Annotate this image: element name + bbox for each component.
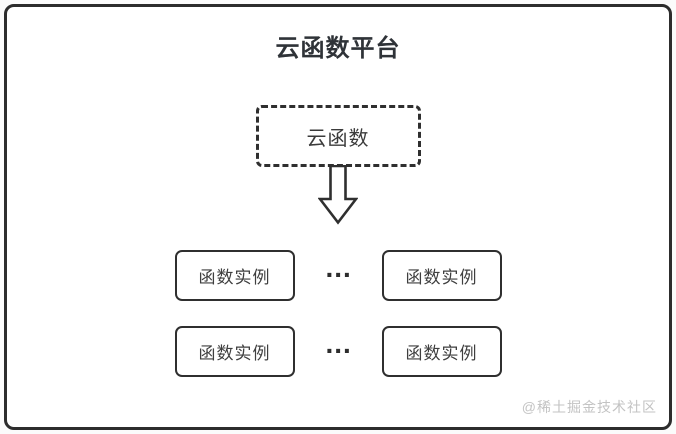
- function-instance-label: 函数实例: [198, 268, 271, 287]
- ellipsis-separator: ...: [325, 327, 352, 359]
- down-arrow-icon: [318, 165, 358, 225]
- instance-row: 函数实例 ... 函数实例: [174, 326, 502, 377]
- function-instance-label: 函数实例: [405, 344, 478, 363]
- function-instance-label: 函数实例: [198, 344, 271, 363]
- function-instance-box: 函数实例: [174, 326, 295, 377]
- cloud-function-box: 云函数: [255, 105, 421, 167]
- function-instance-box: 函数实例: [381, 250, 502, 301]
- diagram-title: 云函数平台: [275, 35, 401, 62]
- instance-row: 函数实例 ... 函数实例: [174, 250, 502, 301]
- cloud-function-label: 云函数: [306, 127, 370, 150]
- ellipsis-separator: ...: [325, 251, 352, 283]
- watermark-text: @稀土掘金技术社区: [521, 399, 657, 415]
- instance-grid: 函数实例 ... 函数实例 函数实例 ... 函数实例: [7, 250, 669, 377]
- function-instance-box: 函数实例: [381, 326, 502, 377]
- diagram-canvas: 云函数平台 云函数 函数实例 ... 函数实例 函数实例 ...: [4, 4, 672, 430]
- function-instance-label: 函数实例: [405, 268, 478, 287]
- function-instance-box: 函数实例: [174, 250, 295, 301]
